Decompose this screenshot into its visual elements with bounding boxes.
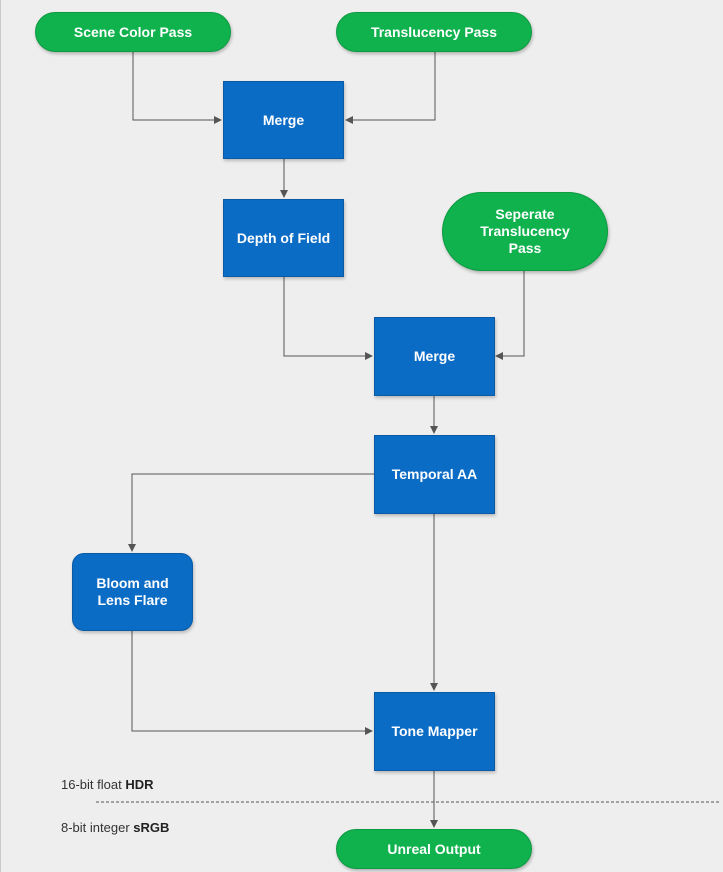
translucency-pass-node[interactable]: Translucency Pass [336,12,532,52]
temporal-aa-node[interactable]: Temporal AA [374,435,495,514]
hdr-precision-prefix: 16-bit float [61,777,126,792]
tone-mapper-node[interactable]: Tone Mapper [374,692,495,771]
connector-separate-to-merge2 [495,271,525,360]
connector-bloom-to-tone-mapper [131,631,373,735]
srgb-precision-emphasis: sRGB [133,820,170,835]
connector-dof-to-merge2 [283,277,373,360]
connector-translucency-to-merge [345,52,436,124]
srgb-precision-label: 8-bit integer sRGB [61,820,169,835]
connector-scene-to-merge [132,52,222,124]
unreal-output-node[interactable]: Unreal Output [336,829,532,869]
depth-of-field-node[interactable]: Depth of Field [223,199,344,277]
hdr-precision-emphasis: HDR [125,777,154,792]
scene-color-pass-node[interactable]: Scene Color Pass [35,12,231,52]
separate-translucency-pass-node[interactable]: Seperate Translucency Pass [442,192,608,271]
srgb-precision-prefix: 8-bit integer [61,820,134,835]
merge-node-2[interactable]: Merge [374,317,495,396]
merge-node-1[interactable]: Merge [223,81,344,159]
connector-taa-to-bloom [128,473,374,552]
hdr-precision-label: 16-bit float HDR [61,777,154,792]
bloom-lens-flare-node[interactable]: Bloom and Lens Flare [72,553,193,631]
